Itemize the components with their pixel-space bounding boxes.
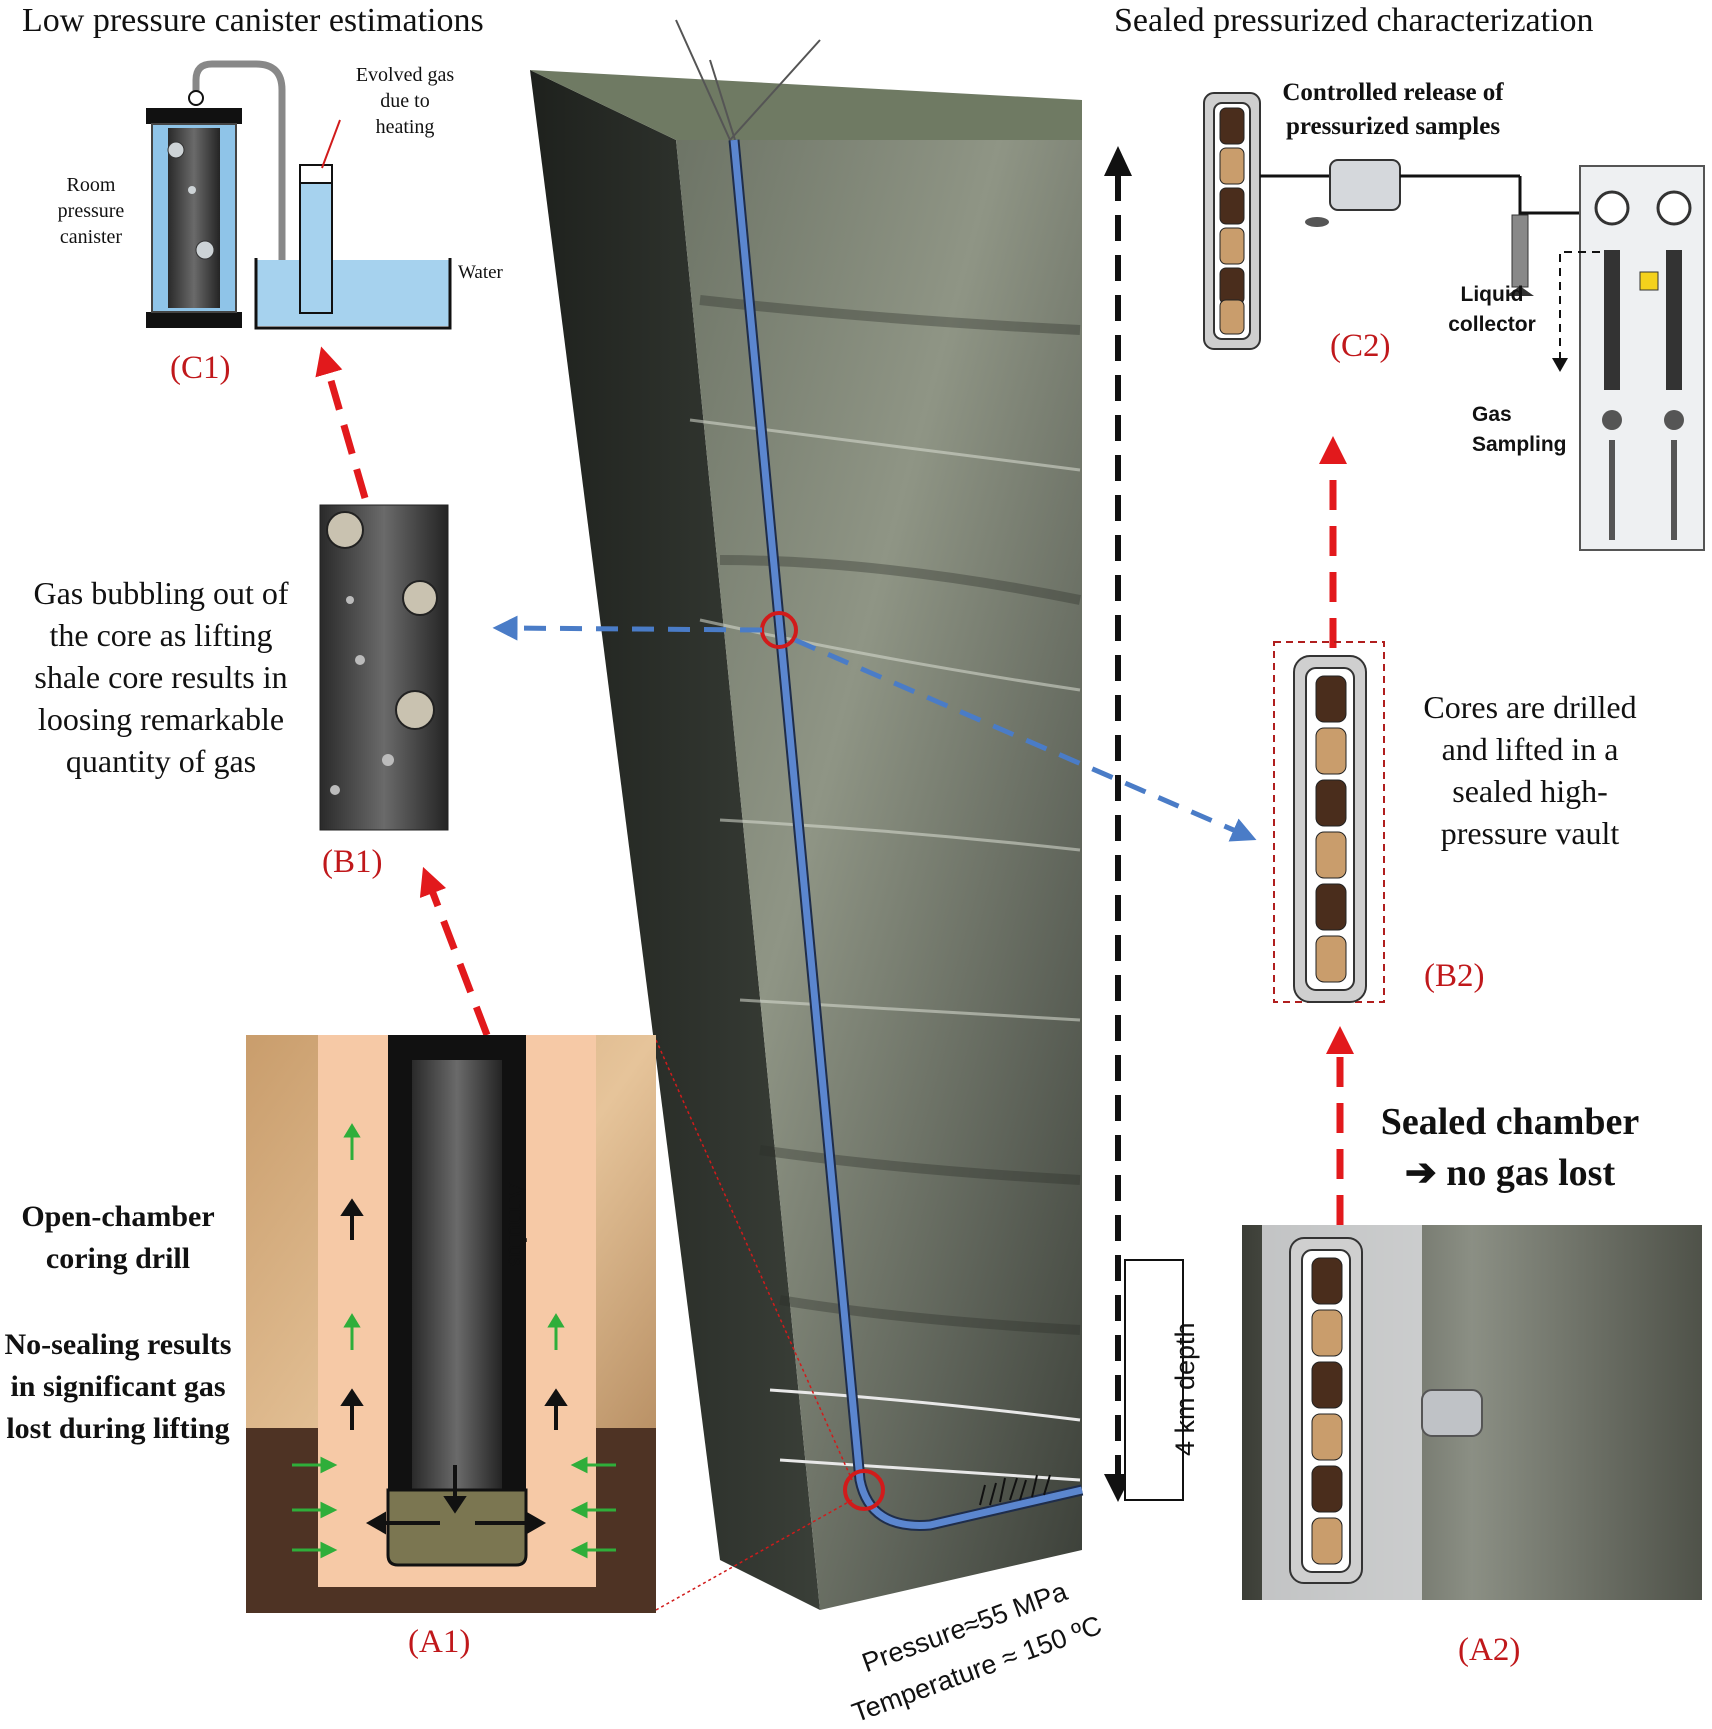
caption-c1: (C1) (170, 350, 231, 386)
c1-apparatus (146, 60, 452, 330)
gas-sampling-panel (1579, 165, 1705, 551)
arrow-a1-to-b1 (419, 866, 491, 1037)
title-right: Sealed pressurized characterization (1114, 2, 1594, 39)
b1-core-photo (319, 504, 449, 831)
evolved-gas-label: Evolved gas due to heating (355, 64, 455, 138)
depth-arrow (1104, 146, 1184, 1502)
caption-a2: (A2) (1458, 1632, 1521, 1668)
depth-label-box (1124, 1259, 1184, 1501)
room-canister-label: Room pressure canister (57, 174, 125, 248)
no-gas-lost-label: ➔ no gas lost (1404, 1152, 1616, 1194)
bedding-line (779, 1458, 1081, 1482)
open-chamber-label: Open-chamber coring drill (21, 1200, 215, 1275)
rock-block (530, 19, 1084, 1610)
annulus-label: Annulus (503, 1182, 530, 1267)
b2-sealed-vault (1273, 641, 1385, 1003)
bedding-line (769, 1388, 1081, 1422)
water-label: Water (458, 262, 503, 283)
arrow-well-to-b2 (794, 637, 1257, 842)
rock-front-face (676, 140, 1082, 1610)
depth-label: 4 km depth (1170, 1322, 1200, 1456)
burette (299, 164, 333, 314)
caption-b2: (B2) (1424, 958, 1485, 994)
b2-description: Cores are drilled and lifted in a sealed… (1423, 689, 1637, 851)
rock-side-face (530, 70, 820, 1610)
controlled-release-label: Controlled release of pressurized sample… (1282, 79, 1504, 140)
title-left: Low pressure canister estimations (22, 2, 484, 39)
arrow-b1-to-c1 (315, 346, 369, 499)
rock-top-face (530, 70, 1082, 140)
drill-nozzle (1421, 1389, 1483, 1437)
caption-c2: (C2) (1330, 328, 1391, 364)
liquid-collector-label: Liquid collector (1448, 283, 1536, 336)
b1-description: Gas bubbling out of the core as lifting … (33, 575, 289, 779)
caption-b1: (B1) (322, 844, 383, 880)
drill-bit (386, 1488, 528, 1567)
fracture-marks (979, 1474, 1051, 1506)
drill-bit-site-marker (843, 1469, 885, 1511)
pressure-regulator (1329, 159, 1401, 211)
c2-release-system (1203, 92, 1705, 551)
sealed-chamber-label: Sealed chamber (1380, 1101, 1640, 1143)
arrow-well-to-b1 (492, 615, 763, 641)
valve-icon (188, 90, 204, 106)
a1-drill-schematic (246, 1035, 656, 1613)
a2-chamber-photo (1242, 1225, 1702, 1600)
gas-sampling-label: Gas Sampling (1472, 403, 1567, 456)
liquid-collector (1511, 214, 1529, 288)
caption-a1: (A1) (408, 1624, 471, 1660)
no-sealing-label: No-sealing results in significant gas lo… (4, 1328, 232, 1445)
